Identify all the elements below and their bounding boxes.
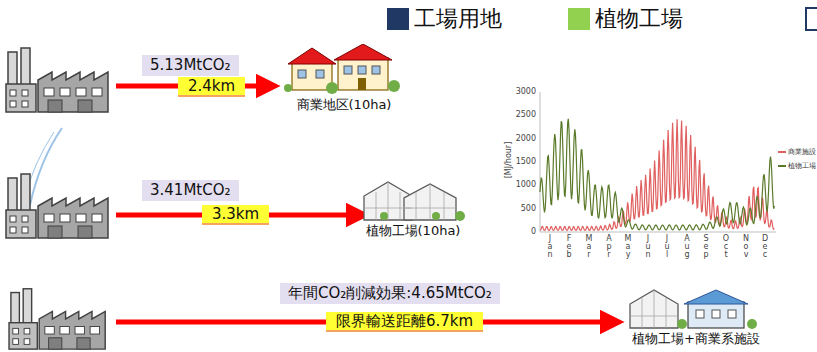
- emission-value: 5.13MtCO₂: [142, 55, 239, 76]
- legend-swatch-cut: [806, 8, 817, 30]
- month-label: J a n: [546, 235, 554, 259]
- axis-tick: 500: [506, 204, 536, 214]
- month-label: O c t: [722, 235, 730, 259]
- legend-line-sample: [778, 165, 786, 167]
- factory-icon: [6, 48, 108, 112]
- node-label: 商業地区(10ha): [282, 97, 406, 113]
- decor-curve: [30, 128, 62, 205]
- legend-text: 商業施設: [788, 146, 816, 158]
- chart-series: [540, 119, 774, 230]
- destination-icon: [282, 44, 406, 96]
- node-label: 植物工場(10ha): [356, 223, 470, 239]
- destination-node: 商業地区(10ha): [282, 44, 406, 113]
- distance-label: 2.4km: [178, 77, 245, 97]
- legend-line-sample: [778, 151, 786, 153]
- month-label: F e b: [565, 235, 573, 259]
- factory-icon: [6, 174, 108, 238]
- month-label: J u l: [663, 235, 671, 259]
- chart-series: [540, 119, 774, 230]
- reduction-effect: 年間CO₂削減効果:4.65MtCO₂: [280, 283, 500, 304]
- month-label: A p r: [605, 235, 613, 259]
- emission-value: 3.41MtCO₂: [142, 180, 239, 201]
- axis-tick: 1000: [506, 180, 536, 190]
- destination-node: 植物工場(10ha): [356, 178, 470, 239]
- destination-icon: [624, 286, 768, 330]
- month-label: A u g: [683, 235, 691, 259]
- axis-tick: 0: [506, 227, 536, 237]
- axis-tick: 2500: [506, 110, 536, 120]
- node-label: 植物工場+商業系施設: [624, 331, 768, 347]
- legend-swatch: [568, 8, 590, 30]
- month-label: S e p: [702, 235, 710, 259]
- factory-icon: [9, 289, 105, 349]
- axis-unit: [MJ/hour]: [504, 142, 514, 179]
- distance-label: 3.3km: [202, 205, 269, 225]
- month-label: M a y: [624, 235, 632, 259]
- legend-text: 工場用地: [414, 5, 502, 33]
- legend-text: 植物工場: [788, 160, 816, 172]
- legend-text: 植物工場: [595, 5, 683, 33]
- destination-node: 植物工場+商業系施設: [624, 286, 768, 347]
- legend-swatch: [387, 8, 409, 30]
- axis-tick: 3000: [506, 87, 536, 97]
- month-label: M a r: [585, 235, 593, 259]
- month-label: D e c: [761, 235, 769, 259]
- month-label: N o v: [742, 235, 750, 259]
- destination-icon: [356, 178, 470, 222]
- chart-lines: [540, 119, 774, 230]
- chart-axis: [540, 92, 541, 232]
- chart-axis: [540, 232, 776, 233]
- limit-distance: 限界輸送距離6.7km: [326, 312, 483, 332]
- month-label: J u n: [644, 235, 652, 259]
